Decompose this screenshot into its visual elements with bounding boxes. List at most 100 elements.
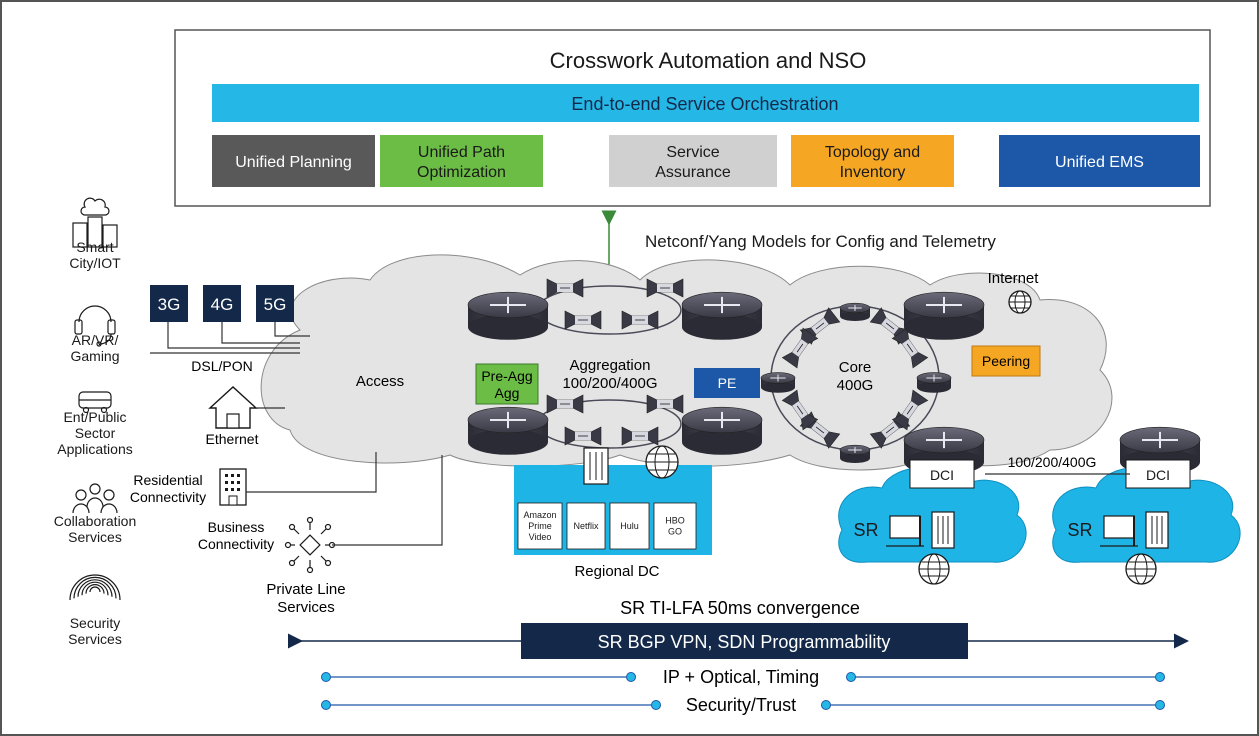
module-box-1 — [380, 135, 543, 187]
service-label-1-2: Gaming — [70, 348, 119, 364]
netconf-label: Netconf/Yang Models for Config and Telem… — [645, 232, 996, 251]
streaming-tile-1 — [566, 502, 606, 550]
orchestration-bar-label: End-to-end Service Orchestration — [571, 94, 838, 114]
ethernet-label: Ethernet — [206, 431, 259, 447]
service-label-2-2: Sector — [75, 425, 116, 441]
business-label-1: Business — [208, 519, 265, 535]
4g-link — [221, 322, 300, 344]
internet-label: Internet — [988, 270, 1040, 287]
laptop-icon — [1100, 515, 1138, 547]
gen-label-4G: 4G — [211, 295, 234, 314]
access-label: Access — [356, 373, 404, 390]
peering-label: Peering — [982, 353, 1030, 369]
optical-node-1-icon — [646, 278, 684, 298]
globe-icon — [918, 553, 950, 585]
service-label-2-3: Applications — [57, 441, 133, 457]
optical-node-15-icon — [891, 389, 929, 431]
service-label-2-1: Ent/Public — [63, 409, 126, 425]
gen-label-5G: 5G — [264, 295, 287, 314]
service-label-3-2: Services — [68, 529, 122, 545]
streaming-label-3-2: GO — [668, 527, 682, 537]
streaming-label-2-1: Hulu — [620, 521, 639, 531]
preagg-label-2: Agg — [495, 385, 520, 401]
module-label-2-1: Service — [666, 144, 719, 161]
core-label-2: 400G — [837, 377, 874, 394]
streaming-label-0-1: Amazon — [523, 510, 556, 520]
module-label-3-2: Inventory — [840, 164, 906, 181]
optical-node-10-icon — [781, 327, 819, 369]
service-label-4-2: Services — [68, 631, 122, 647]
business-link — [246, 452, 377, 493]
module-label-2-2: Assurance — [655, 164, 731, 181]
5g-link — [274, 322, 310, 337]
dci-link-label: 100/200/400G — [1008, 454, 1097, 470]
streaming-tile-3 — [653, 502, 697, 550]
module-row: Unified Planning Unified PathOptimization… — [212, 135, 1200, 187]
dci-label-0: DCI — [930, 467, 954, 483]
dc-globe-icon — [645, 445, 679, 479]
streaming-tile-0 — [517, 502, 563, 550]
core-node-n-icon — [839, 302, 871, 322]
module-box-2 — [609, 135, 777, 187]
private-line-label-1: Private Line — [266, 581, 345, 598]
gen-box-4G — [203, 285, 241, 322]
sr-bgp-label: SR BGP VPN, SDN Programmability — [598, 632, 891, 652]
sr-cloud-0: SR DCI — [838, 459, 1027, 585]
peering-router-icon — [903, 291, 985, 340]
agg-router-bl-icon — [467, 406, 549, 455]
service-label-3-1: Collaboration — [54, 513, 137, 529]
panel-title: Crosswork Automation and NSO — [550, 48, 867, 73]
optical-node-7-icon — [621, 426, 659, 446]
ip-optical-label: IP + Optical, Timing — [663, 667, 819, 687]
sr-label-1: SR — [1067, 520, 1092, 540]
module-label-3-1: Topology and — [825, 144, 920, 161]
orchestration-bar — [212, 84, 1199, 122]
residential-label-1: Residential — [133, 472, 202, 488]
routers — [467, 291, 1201, 475]
3g-link — [167, 322, 300, 349]
service-label-1-1: AR/VR/ — [72, 332, 119, 348]
house-icon — [208, 386, 258, 429]
optical-node-11-icon — [891, 327, 929, 369]
streaming-label-0-2: Prime — [528, 521, 552, 531]
core-node-w-icon — [760, 372, 796, 393]
bus-icon — [78, 391, 112, 414]
private-line-link — [332, 455, 443, 546]
optical-node-3-icon — [621, 310, 659, 330]
module-label-1-1: Unified Path — [418, 144, 505, 161]
optical-node-6-icon — [564, 426, 602, 446]
server-icon — [931, 511, 955, 549]
fingerprint-icon — [69, 574, 121, 601]
peering-box — [971, 345, 1041, 377]
core-label-1: Core — [839, 359, 872, 376]
sr-label-0: SR — [853, 520, 878, 540]
headset-icon — [74, 305, 116, 347]
agg-router-tl-icon — [467, 291, 549, 340]
pe-box — [694, 368, 760, 398]
internet-globe-icon — [1008, 290, 1032, 314]
residential-label-2: Connectivity — [130, 489, 206, 505]
service-label-0-2: City/IOT — [69, 255, 121, 271]
streaming-label-0-3: Video — [529, 532, 552, 542]
optical-node-2-icon — [564, 310, 602, 330]
ip-optical-line — [321, 672, 1165, 682]
dsl-pon-label: DSL/PON — [191, 358, 252, 374]
gen-box-3G — [150, 285, 188, 322]
core-node-s-icon — [839, 444, 871, 464]
module-label-1-2: Optimization — [417, 164, 506, 181]
optical-node-14-icon — [781, 389, 819, 431]
service-label-0-1: Smart — [76, 239, 113, 255]
module-label-0: Unified Planning — [235, 154, 352, 171]
globe-icon — [1125, 553, 1157, 585]
streaming-label-3-1: HBO — [665, 516, 685, 526]
security-trust-label: Security/Trust — [686, 695, 796, 715]
service-label-4-1: Security — [70, 615, 121, 631]
aggregation-label-1: Aggregation — [570, 357, 651, 374]
module-box-4 — [999, 135, 1200, 187]
optical-node-4-icon — [546, 394, 584, 414]
